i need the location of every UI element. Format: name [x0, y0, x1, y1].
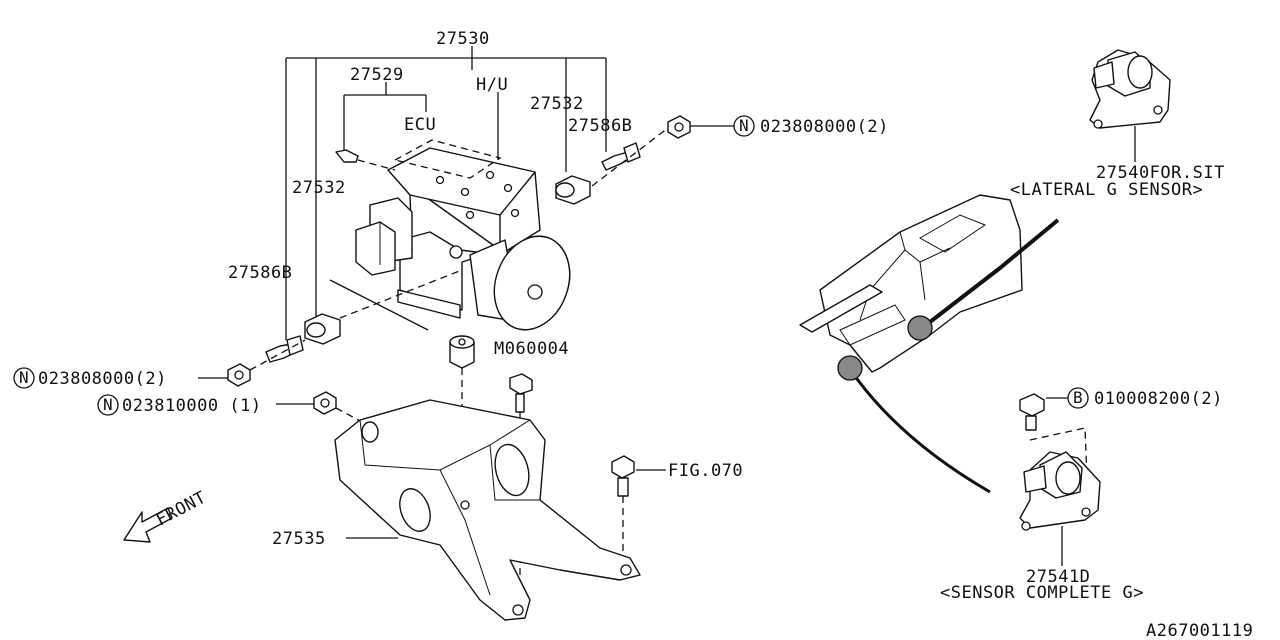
right-mount-parts — [555, 115, 734, 205]
sensor-complete-g-27541d — [1019, 393, 1101, 566]
bracket-bolt-top — [509, 373, 533, 600]
fastener-part-1: 023808000(2) — [760, 117, 889, 137]
label-27586b-left: 27586B — [228, 263, 292, 283]
label-27530: 27530 — [436, 29, 490, 49]
fastener-part-2: 023808000(2) — [38, 369, 167, 389]
fastener-symbol-2: N — [19, 368, 29, 387]
label-27532-top: 27532 — [530, 94, 584, 114]
label-hu: H/U — [476, 75, 508, 95]
label-fig070: FIG.070 — [668, 461, 743, 481]
label-27535: 27535 — [272, 529, 326, 549]
lateral-g-sensor-27540 — [1089, 49, 1171, 162]
bracket-27535 — [334, 399, 641, 621]
hydraulic-unit — [355, 139, 571, 331]
fastener-symbol-3: N — [103, 395, 113, 414]
label-27586b-top: 27586B — [568, 116, 632, 136]
label-front: FRONT — [153, 488, 210, 531]
callout-27529-bracket — [343, 82, 427, 150]
label-27529: 27529 — [350, 65, 404, 85]
label-diagram-id: A267001119 — [1146, 621, 1253, 640]
label-27532-left: 27532 — [292, 178, 346, 198]
fastener-symbol-4: B — [1073, 388, 1083, 407]
front-arrow-icon — [123, 507, 173, 543]
labels: 27530 27529 H/U ECU 27532 27586B 27532 2… — [19, 29, 1253, 640]
fastener-part-4: 010008200(2) — [1094, 389, 1223, 409]
ecu-screw — [335, 149, 396, 171]
fastener-part-3: 023810000 (1) — [122, 396, 262, 416]
fastener-symbol-1: N — [739, 116, 749, 135]
fastener-symbols — [13, 115, 1089, 416]
callout-27530-bracket — [285, 46, 607, 340]
left-mount-parts — [198, 269, 463, 387]
label-27540: 27540FOR.SIT — [1096, 163, 1225, 183]
label-sensor-complete-g: <SENSOR COMPLETE G> — [940, 583, 1144, 603]
nut-023810000 — [276, 391, 363, 423]
label-27541d: 27541D — [1026, 567, 1090, 587]
floor-tunnel-assembly — [799, 194, 1060, 494]
label-lateral-g-sensor: <LATERAL G SENSOR> — [1010, 180, 1203, 200]
bracket-bolt-fig070 — [611, 455, 666, 570]
label-ecu: ECU — [404, 115, 436, 135]
label-m060004: M060004 — [494, 339, 569, 359]
